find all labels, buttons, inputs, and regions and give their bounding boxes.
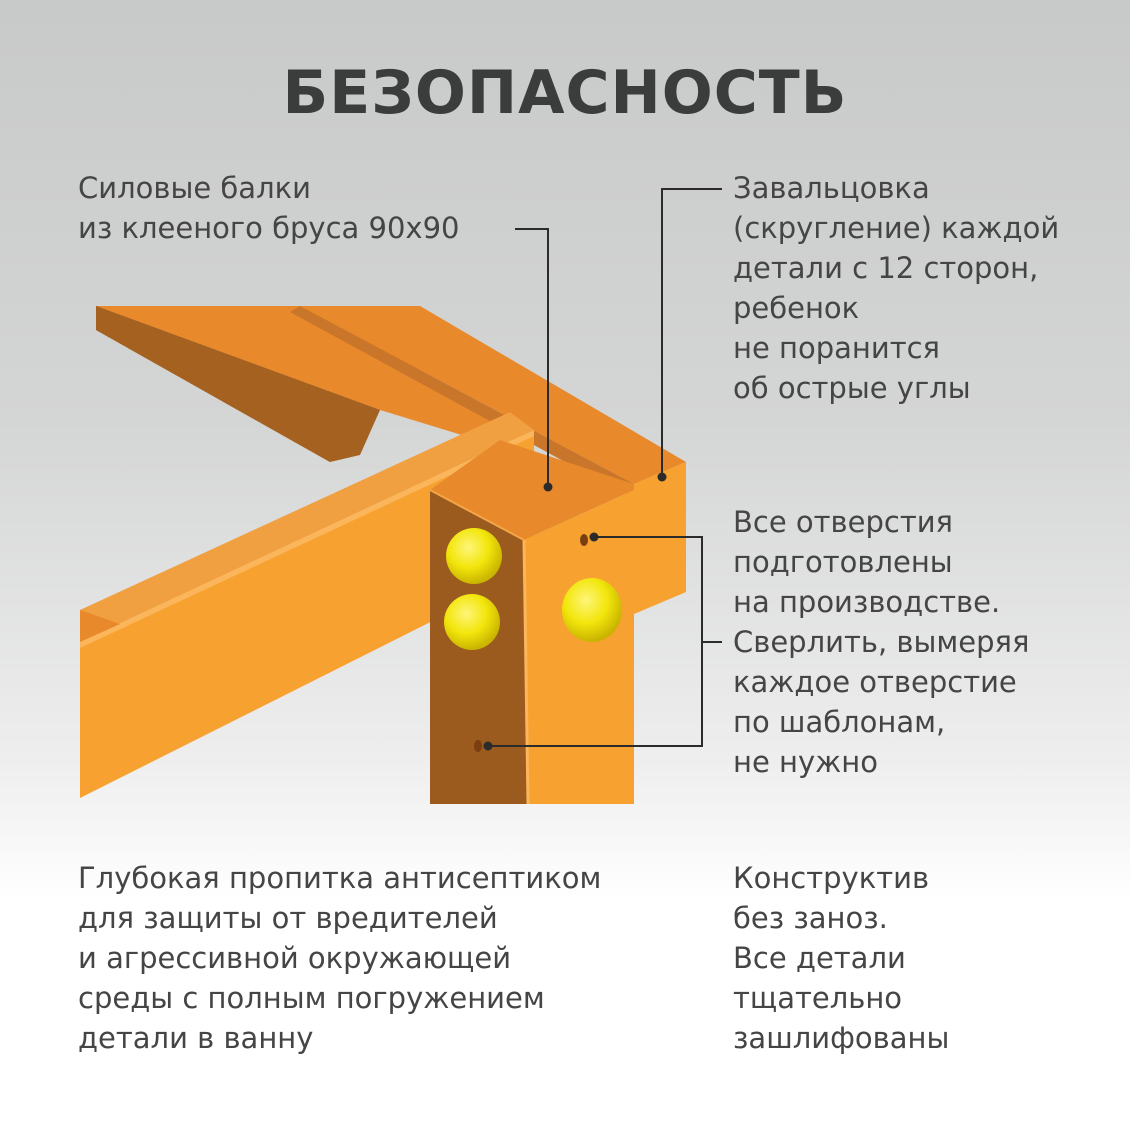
plug-icon <box>446 528 502 584</box>
caption-line: из клееного бруса 90х90 <box>78 211 460 245</box>
left-beam <box>80 412 534 798</box>
caption-line: не поранится <box>733 331 940 365</box>
back-beam <box>96 306 530 462</box>
caption-line: и агрессивной окружающей <box>78 941 512 975</box>
caption-line: Все детали <box>733 941 906 975</box>
caption-line: по шаблонам, <box>733 705 946 739</box>
caption-line: каждое отверстие <box>733 665 1017 699</box>
caption-line: Конструктив <box>733 861 930 895</box>
caption-line: ребенок <box>733 291 860 325</box>
caption-line: тщательно <box>733 981 903 1015</box>
caption-line: не нужно <box>733 745 878 779</box>
page-title: БЕЗОПАСНОСТЬ <box>282 58 848 128</box>
caption-line: Все отверстия <box>733 505 954 539</box>
caption-line: детали с 12 сторон, <box>733 251 1039 285</box>
hole-icon <box>474 740 482 752</box>
hole-icon <box>580 534 588 546</box>
caption-line: зашлифованы <box>733 1021 950 1055</box>
plug-icon <box>444 594 500 650</box>
caption-beams: Силовые балки из клееного бруса 90х90 <box>78 168 459 248</box>
caption-line: без заноз. <box>733 901 888 935</box>
leader-lines <box>488 188 722 747</box>
caption-line: Глубокая пропитка антисептиком <box>78 861 602 895</box>
caption-line: Силовые балки <box>78 171 311 205</box>
caption-line: Завальцовка <box>733 171 930 205</box>
caption-line: для защиты от вредителей <box>78 901 498 935</box>
caption-line: на производстве. <box>733 585 1001 619</box>
caption-holes: Все отверстия подготовлены на производст… <box>733 502 1029 782</box>
caption-line: об острые углы <box>733 371 971 405</box>
leader-dots <box>483 472 667 751</box>
caption-construct: Конструктив без заноз. Все детали тщател… <box>733 858 949 1058</box>
caption-line: подготовлены <box>733 545 953 579</box>
caption-line: Сверлить, вымеряя <box>733 625 1030 659</box>
plug-icon <box>562 578 622 642</box>
caption-impregnation: Глубокая пропитка антисептиком для защит… <box>78 858 601 1058</box>
caption-line: (скругление) каждой <box>733 211 1060 245</box>
caption-rolling: Завальцовка (скругление) каждой детали с… <box>733 168 1059 408</box>
caption-line: среды с полным погружением <box>78 981 545 1015</box>
caption-line: детали в ванну <box>78 1021 314 1055</box>
